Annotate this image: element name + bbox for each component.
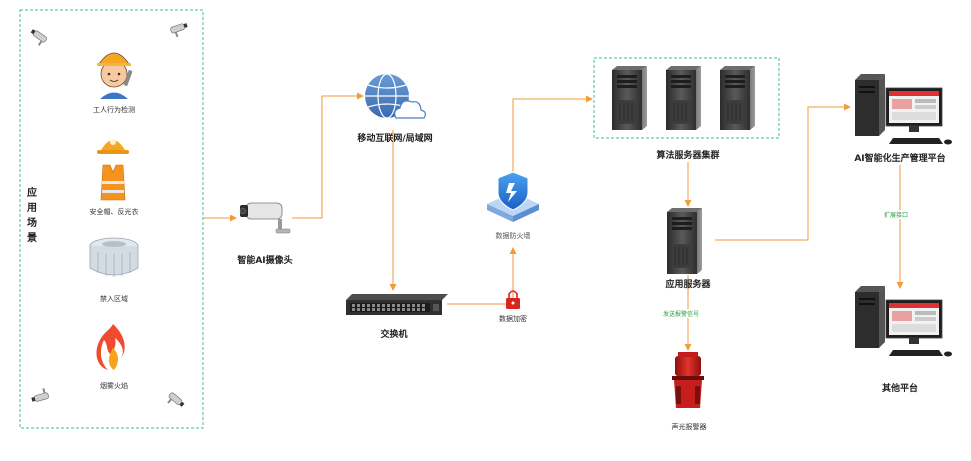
platform-workstation-icon (855, 74, 952, 145)
lock-icon (506, 290, 520, 309)
cluster-label: 算法服务器集群 (656, 151, 720, 161)
other-workstation-icon (855, 286, 952, 357)
server-tower-icon (666, 66, 701, 130)
app-server-label: 应用服务器 (665, 280, 711, 290)
vest-icon (100, 164, 126, 201)
platform-label: AI智能化生产管理平台 (854, 154, 946, 164)
cluster-box (593, 57, 780, 139)
extend-api-label: 扩展接口 (883, 210, 910, 219)
encrypt-label: 数据加密 (499, 315, 527, 323)
switch-label: 交换机 (380, 330, 408, 340)
scene-item-fire: 烟雾火焰 (100, 382, 128, 390)
scene-item-helmet-vest: 安全帽、反光衣 (89, 208, 139, 216)
firewall-shield-icon (487, 171, 539, 222)
cctv-corner-icon (30, 29, 47, 46)
server-tower-icon (720, 66, 755, 130)
scene-item-worker: 工人行为检测 (93, 106, 135, 114)
alarm-label: 声光报警器 (671, 423, 707, 431)
cctv-corner-icon (167, 392, 185, 407)
helmet-icon (97, 139, 129, 154)
alarm-icon (672, 352, 704, 408)
scene-title: 应用场景 (27, 188, 37, 244)
camera-label: 智能AI摄像头 (237, 256, 293, 266)
firewall-label: 数据防火墙 (495, 232, 531, 240)
other-platform-label: 其他平台 (881, 384, 918, 394)
scene-box (19, 9, 204, 429)
app-server-icon (667, 208, 702, 274)
cctv-corner-icon (170, 23, 188, 38)
edge-camera-internet (292, 92, 364, 219)
restricted-area-icon (89, 237, 139, 277)
server-tower-icon (612, 66, 647, 130)
edge-appserver-platform (715, 103, 851, 241)
cctv-corner-icon (31, 388, 49, 402)
ai-camera-icon (239, 202, 291, 234)
fire-icon (96, 324, 125, 370)
alarm-signal-label: 发送报警信号 (662, 309, 701, 318)
switch-icon (346, 294, 448, 315)
connectors (203, 92, 904, 351)
globe-cloud-icon (365, 73, 427, 119)
edge-firewall-cluster (512, 95, 593, 176)
scene-item-restricted: 禁入区域 (100, 295, 128, 303)
internet-label: 移动互联网/局域网 (357, 134, 433, 144)
worker-icon (97, 52, 133, 99)
